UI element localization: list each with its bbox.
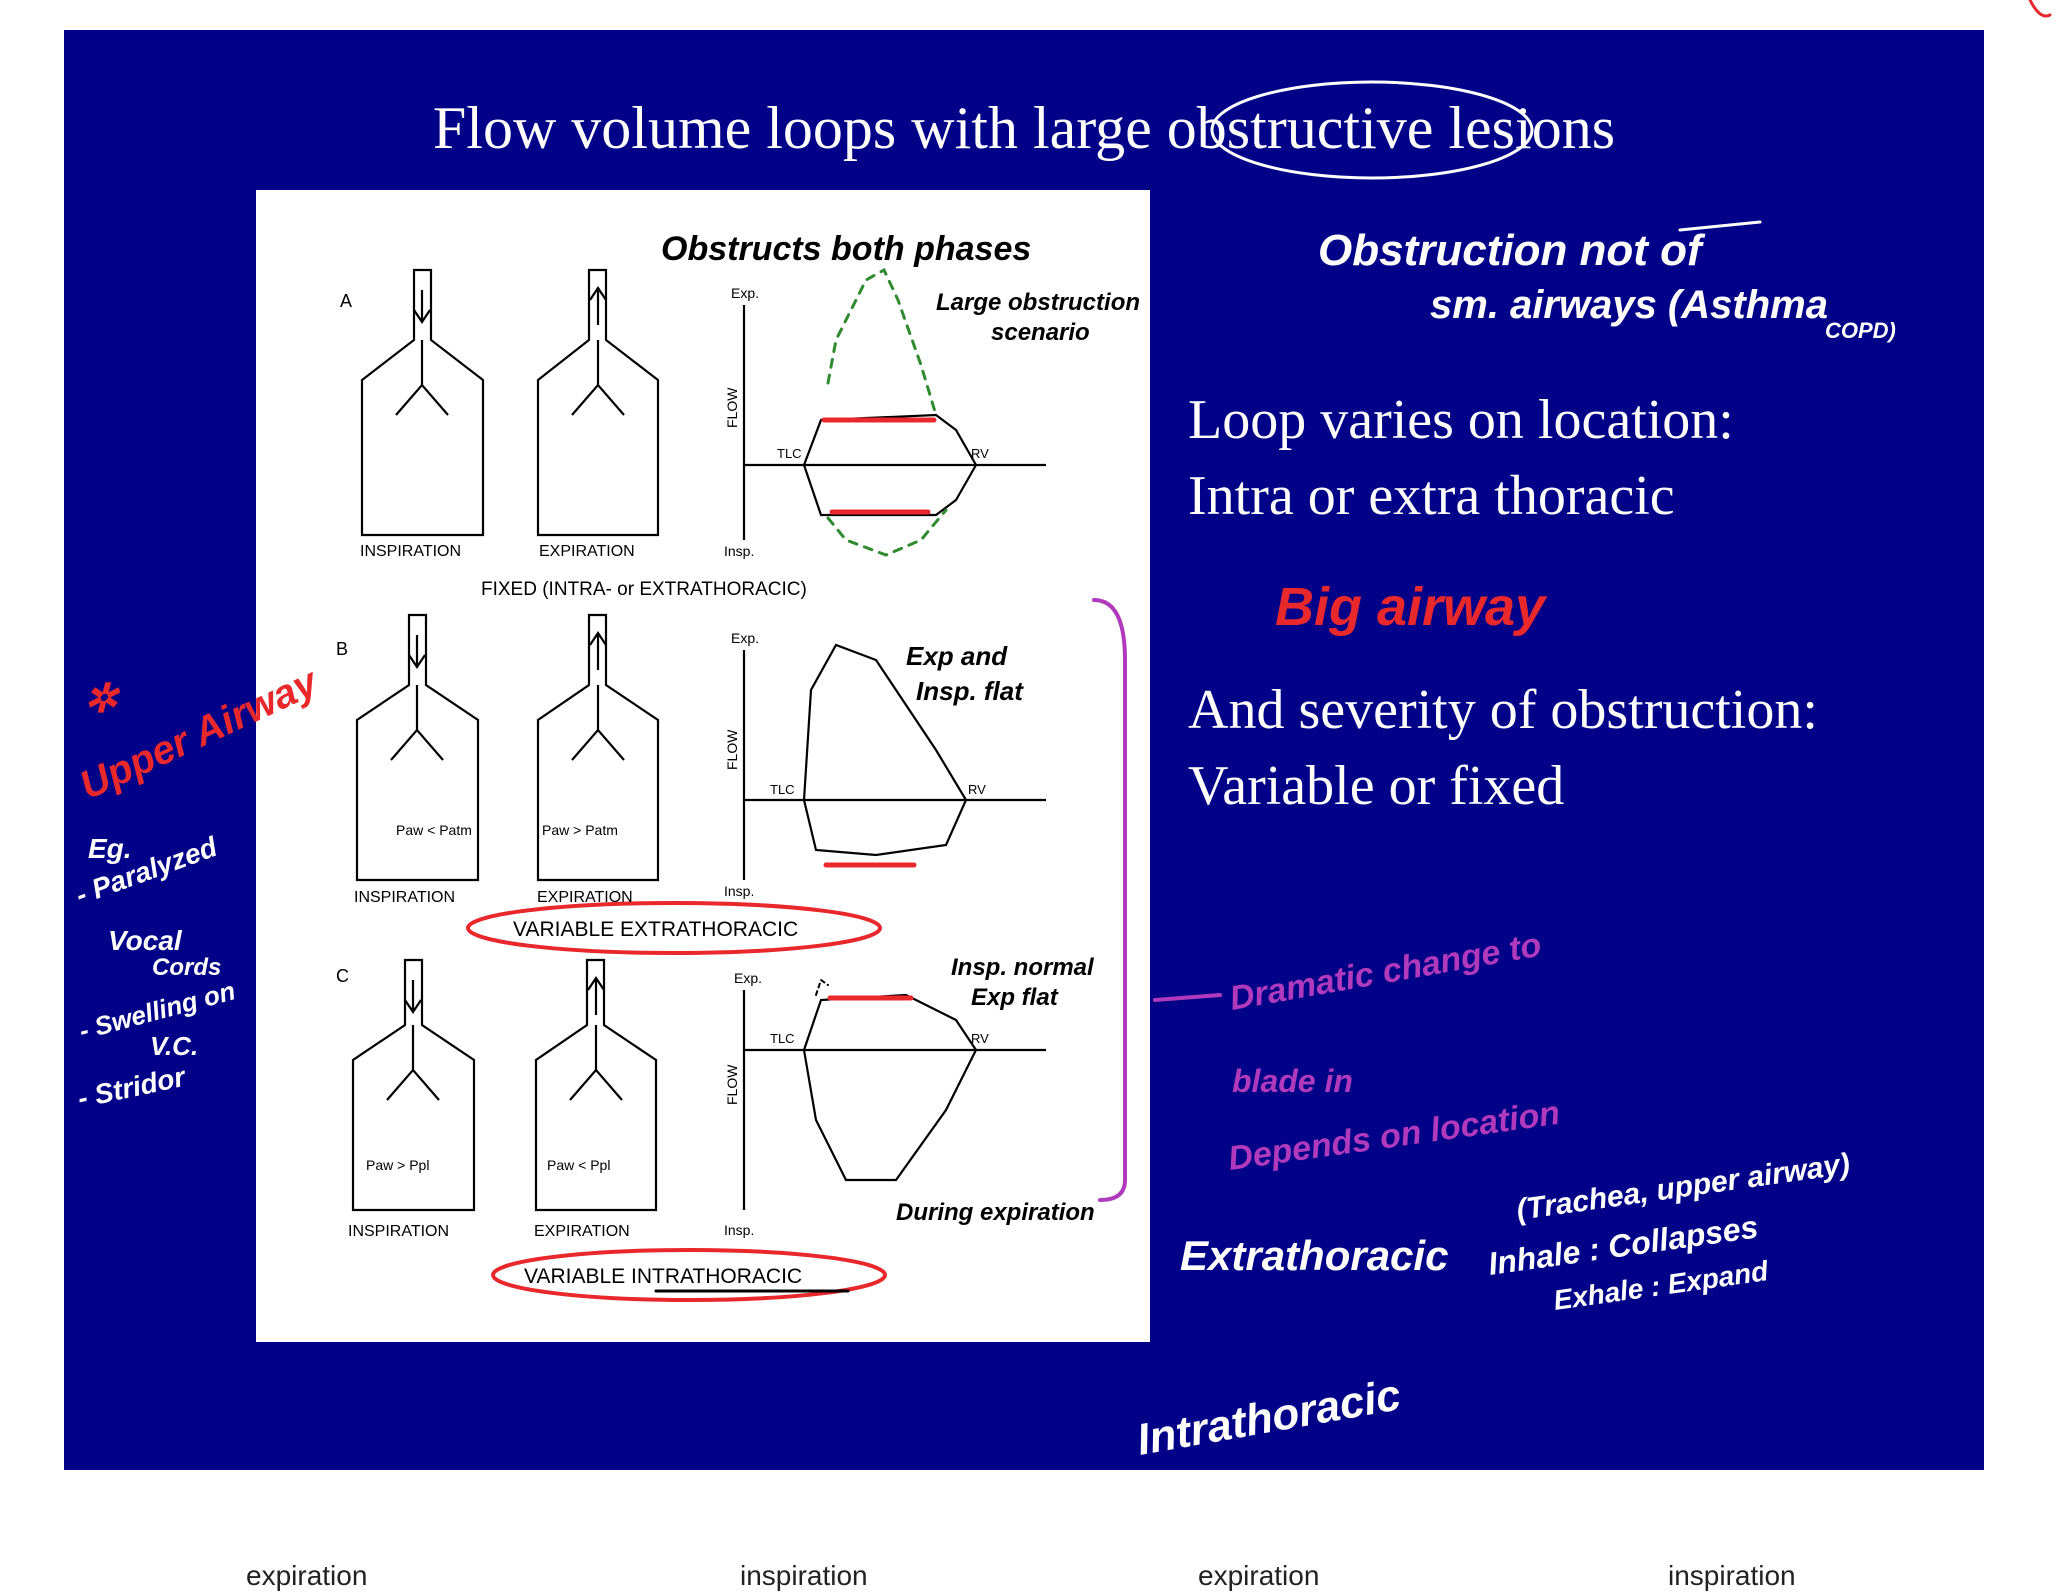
panel-b-exp-lung	[536, 613, 660, 882]
panel-letter-c: C	[336, 966, 349, 986]
location-line-2: Intra or extra thoracic	[1188, 465, 1675, 527]
panel-a-axes	[742, 305, 1046, 540]
panel-c-exp-label: EXPIRATION	[534, 1223, 630, 1240]
panel-a-exp-lung	[536, 268, 660, 537]
panel-a-insp-axis-label: Insp.	[724, 543, 754, 559]
panel-b-exp-label: EXPIRATION	[537, 889, 633, 906]
panel-a-exp-label: EXPIRATION	[539, 543, 635, 560]
panel-a-insp-lung	[360, 268, 485, 537]
panel-b-axes	[742, 650, 1046, 880]
panel-a-exp-axis-label: Exp.	[731, 285, 759, 301]
note-large-obstruction-2: scenario	[991, 319, 1090, 346]
panel-c-exp-axis-label: Exp.	[734, 970, 762, 986]
panel-c-insp-lung	[351, 958, 476, 1212]
figure-svg: A B C INSPIRATION EXPIRATION INSPIRATION…	[336, 230, 1140, 1302]
variable-extrathoracic-circle	[466, 901, 882, 955]
panel-c-tlc: TLC	[770, 1031, 795, 1046]
note-during-expiration: During expiration	[896, 1199, 1095, 1226]
severity-line-2: Variable or fixed	[1188, 755, 1565, 817]
slide: Flow volume loops with large obstructive…	[64, 30, 1984, 1470]
panel-b-insp-label: INSPIRATION	[354, 889, 455, 906]
footer-label-4: inspiration	[1668, 1560, 1796, 1591]
panel-a-flow-label: FLOW	[724, 387, 740, 428]
panel-a-rv: RV	[971, 446, 989, 461]
footer-label-2: inspiration	[740, 1560, 868, 1591]
panel-c-loop	[802, 993, 978, 1182]
note-exp-insp-flat-2: Insp. flat	[916, 676, 1024, 706]
note-insp-exp-flat-1: Insp. normal	[951, 954, 1095, 981]
panel-b-flow-label: FLOW	[724, 729, 740, 770]
flow-volume-figure: A B C INSPIRATION EXPIRATION INSPIRATION…	[256, 190, 1150, 1342]
note-obstructs-both-phases: Obstructs both phases	[661, 230, 1031, 268]
variable-extrathoracic-caption: VARIABLE EXTRATHORACIC	[513, 918, 798, 941]
panel-b-insp-pressure: Paw < Patm	[396, 822, 472, 838]
panel-c-insp-pressure: Paw > Ppl	[366, 1157, 429, 1173]
panel-c-exp-pressure: Paw < Ppl	[547, 1157, 610, 1173]
note-large-obstruction-1: Large obstruction	[936, 289, 1140, 316]
panel-c-flow-label: FLOW	[724, 1064, 740, 1105]
note-insp-exp-flat-2: Exp flat	[971, 984, 1059, 1011]
severity-line-1: And severity of obstruction:	[1188, 679, 1818, 741]
footer-label-1: expiration	[246, 1560, 368, 1591]
panel-a-insp-label: INSPIRATION	[360, 543, 461, 560]
location-text: Loop varies on location: Intra or extra …	[1188, 382, 1734, 534]
slide-title: Flow volume loops with large obstructive…	[432, 95, 1616, 161]
note-exp-insp-flat-1: Exp and	[906, 641, 1008, 671]
severity-text: And severity of obstruction: Variable or…	[1188, 672, 1818, 824]
panel-b-exp-axis-label: Exp.	[731, 630, 759, 646]
variable-intrathoracic-circle	[491, 1248, 887, 1302]
panel-letter-a: A	[340, 291, 352, 311]
panel-b-exp-pressure: Paw > Patm	[542, 822, 618, 838]
panel-a-tlc: TLC	[777, 446, 802, 461]
panel-c-insp-label: INSPIRATION	[348, 1223, 449, 1240]
location-line-1: Loop varies on location:	[1188, 389, 1734, 451]
panel-b-loop	[802, 643, 968, 857]
panel-letter-b: B	[336, 639, 348, 659]
panel-b-insp-lung	[355, 613, 480, 882]
variable-intrathoracic-caption: VARIABLE INTRATHORACIC	[524, 1265, 802, 1288]
panel-c-exp-lung	[534, 958, 658, 1212]
panel-b-rv: RV	[968, 782, 986, 797]
panel-b-insp-axis-label: Insp.	[724, 883, 754, 899]
footer-label-3: expiration	[1198, 1560, 1320, 1591]
panel-b-tlc: TLC	[770, 782, 795, 797]
panel-c-rv: RV	[971, 1031, 989, 1046]
panel-c-insp-axis-label: Insp.	[724, 1222, 754, 1238]
fixed-caption: FIXED (INTRA- or EXTRATHORACIC)	[481, 579, 807, 600]
panel-c-axes	[742, 990, 1046, 1210]
